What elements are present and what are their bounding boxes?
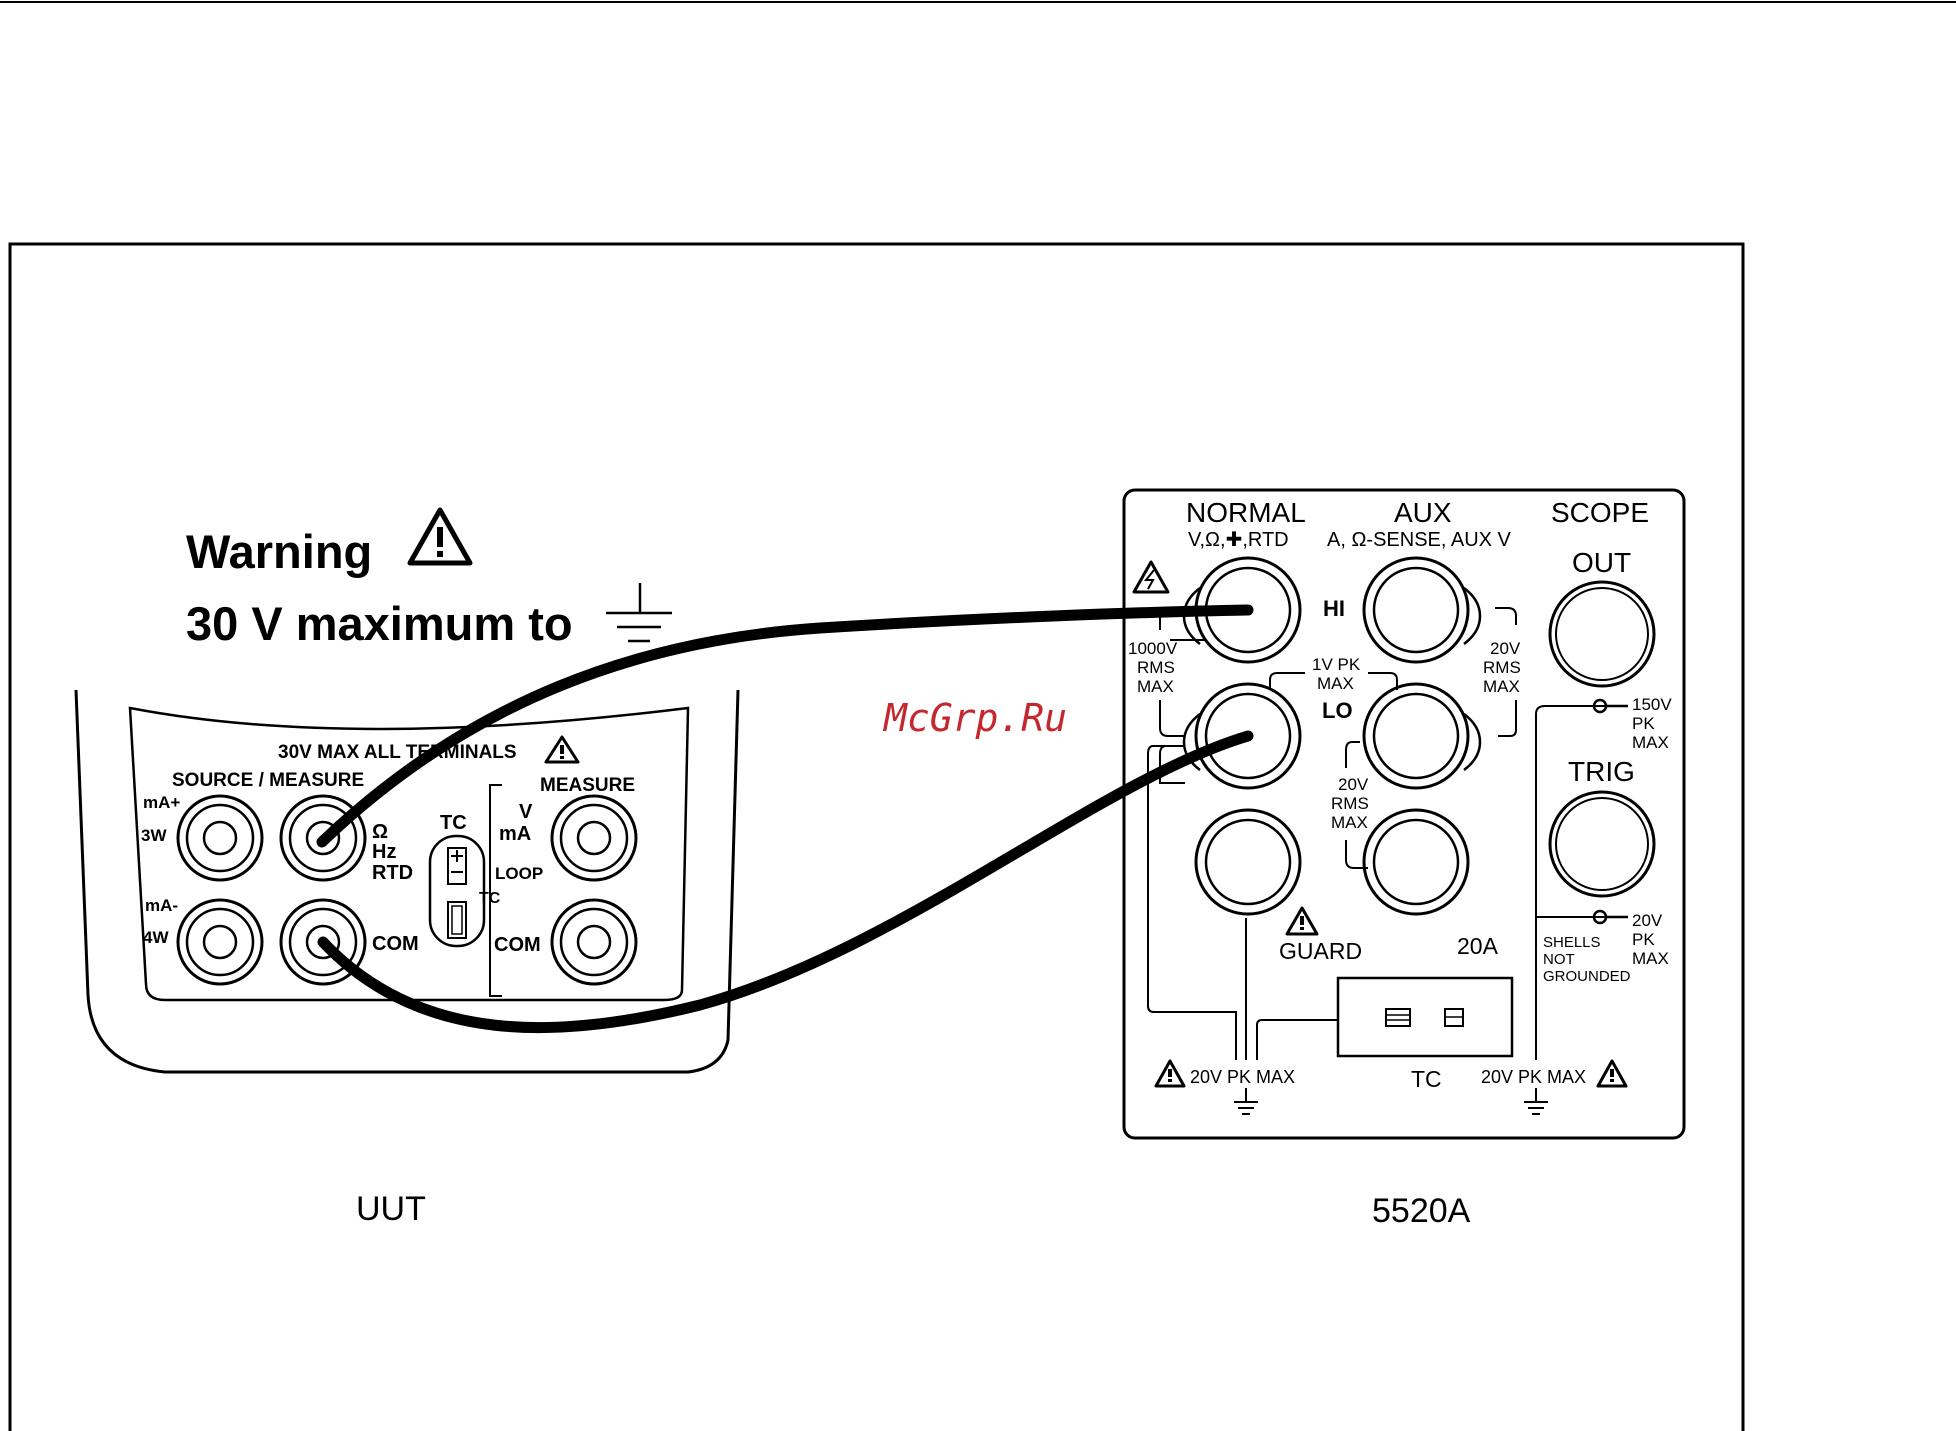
aux-label: AUX	[1394, 497, 1452, 528]
rating-150v-line3: MAX	[1632, 733, 1669, 752]
rating-1000v-line2: RMS	[1137, 658, 1175, 677]
uut-ma-minus-label: mA-	[145, 896, 178, 915]
calibrator-panel	[1122, 488, 1686, 1140]
uut-warning-triangle-icon	[544, 735, 580, 764]
jack-20a[interactable]	[1362, 808, 1470, 916]
uut-4w-label: 4W	[143, 928, 169, 947]
uut-terminal-panel	[128, 706, 690, 1002]
normal-label: NORMAL	[1186, 497, 1306, 528]
calibrator-ground-right-icon	[1524, 1088, 1548, 1115]
jack-aux-lo[interactable]	[1362, 682, 1482, 790]
uut-ohm-label: Ω	[372, 821, 388, 843]
rating-20v-pk-line1: 20V	[1632, 911, 1663, 930]
uut-rtd-label: RTD	[372, 862, 413, 884]
uut-tc-socket	[428, 834, 486, 948]
uut-top-label: 30V MAX ALL TERMINALS	[278, 742, 517, 763]
aux-sub-label: A, Ω-SENSE, AUX V	[1327, 529, 1512, 551]
lead-lo	[317, 730, 1254, 1034]
uut-jack-com-right[interactable]	[550, 898, 638, 986]
hi-label: HI	[1323, 596, 1345, 621]
rating-1vpk-line2: MAX	[1317, 674, 1354, 693]
uut-ma-plus-label: mA+	[143, 793, 180, 812]
rating-20v-rms-right-line2: RMS	[1483, 658, 1521, 677]
rating-20v-rms-mid-line2: RMS	[1331, 794, 1369, 813]
rating-20v-rms-right-line3: MAX	[1483, 677, 1520, 696]
jack-trig[interactable]	[1548, 790, 1656, 898]
warning-line2: 30 V maximum to	[186, 597, 573, 650]
rating-150v-line2: PK	[1632, 714, 1655, 733]
shells-line2: NOT	[1543, 951, 1575, 968]
warning-triangle-icon	[407, 507, 473, 566]
uut-jack-ma-plus[interactable]	[176, 794, 264, 882]
watermark: McGrp.Ru	[882, 696, 1067, 740]
pk-left-warning-icon	[1154, 1059, 1186, 1088]
rating-20v-rms-right-line1: 20V	[1490, 639, 1521, 658]
uut-caption: UUT	[356, 1190, 426, 1228]
rating-20v-rms-mid-line1: 20V	[1338, 775, 1369, 794]
shells-line3: GROUNDED	[1543, 968, 1631, 985]
rating-1000v-line3: MAX	[1137, 677, 1174, 696]
calibrator-5520a: NORMAL V,Ω,✚,RTD AUX A, Ω-SENSE, AUX V S…	[1122, 488, 1686, 1230]
uut-com-right-label: COM	[494, 934, 541, 956]
uut-com-left-label: COM	[372, 933, 419, 955]
uut-ma-label: mA	[499, 823, 531, 845]
figure-frame	[8, 242, 1745, 1431]
twenty-a-label: 20A	[1457, 933, 1499, 959]
uut-v-label: V	[519, 801, 533, 823]
uut-jack-measure-v[interactable]	[550, 794, 638, 882]
rating-1vpk-line1: 1V PK	[1312, 655, 1361, 674]
uut-measure-label: MEASURE	[540, 775, 635, 796]
jack-aux-hi[interactable]	[1362, 556, 1482, 664]
normal-sub-label: V,Ω,✚,RTD	[1188, 529, 1289, 551]
uut-3w-label: 3W	[141, 826, 167, 845]
uut-jack-ohm[interactable]	[279, 794, 367, 882]
high-voltage-warning-icon	[1132, 560, 1170, 594]
rating-150v-line1: 150V	[1632, 695, 1672, 714]
shells-line1: SHELLS	[1543, 934, 1601, 951]
uut-tc-label: TC	[440, 812, 467, 834]
pk-right-label: 20V PK MAX	[1481, 1067, 1586, 1087]
warning-block: Warning 30 V maximum to	[186, 507, 672, 650]
uut-source-measure-label: SOURCE / MEASURE	[172, 770, 364, 791]
calibrator-caption: 5520A	[1372, 1192, 1471, 1230]
calibrator-ground-left-icon	[1234, 1088, 1258, 1115]
rating-20v-pk-line2: PK	[1632, 930, 1655, 949]
rating-20v-pk-line3: MAX	[1632, 949, 1669, 968]
guard-warning-icon	[1285, 906, 1319, 936]
rating-1000v-line1: 1000V	[1128, 639, 1178, 658]
lo-label: LO	[1322, 698, 1353, 723]
pk-right-warning-icon	[1596, 1059, 1628, 1088]
trig-label: TRIG	[1568, 756, 1635, 787]
warning-title: Warning	[186, 525, 372, 578]
uut-measure-bracket	[489, 784, 502, 997]
guard-label: GUARD	[1279, 938, 1362, 964]
calibrator-tc-connector[interactable]	[1336, 976, 1514, 1058]
jack-scope-out[interactable]	[1548, 580, 1656, 688]
pk-left-label: 20V PK MAX	[1190, 1067, 1295, 1087]
out-label: OUT	[1572, 547, 1631, 578]
scope-label: SCOPE	[1551, 497, 1649, 528]
uut-hz-label: Hz	[372, 841, 396, 863]
jack-guard[interactable]	[1194, 808, 1302, 916]
uut-jack-com-left[interactable]	[279, 898, 367, 986]
tc-label: TC	[1411, 1066, 1442, 1092]
uut-jack-ma-minus[interactable]	[176, 898, 264, 986]
ground-symbol-icon	[606, 583, 672, 643]
uut-device: 30V MAX ALL TERMINALS SOURCE / MEASURE M…	[74, 689, 740, 1228]
rating-20v-rms-mid-line3: MAX	[1331, 813, 1368, 832]
test-leads	[316, 604, 1254, 1034]
scope-shell-terminals	[1592, 698, 1628, 925]
lead-hi	[316, 604, 1254, 848]
uut-body-outline	[74, 689, 740, 1074]
uut-loop-label: LOOP	[495, 864, 543, 883]
